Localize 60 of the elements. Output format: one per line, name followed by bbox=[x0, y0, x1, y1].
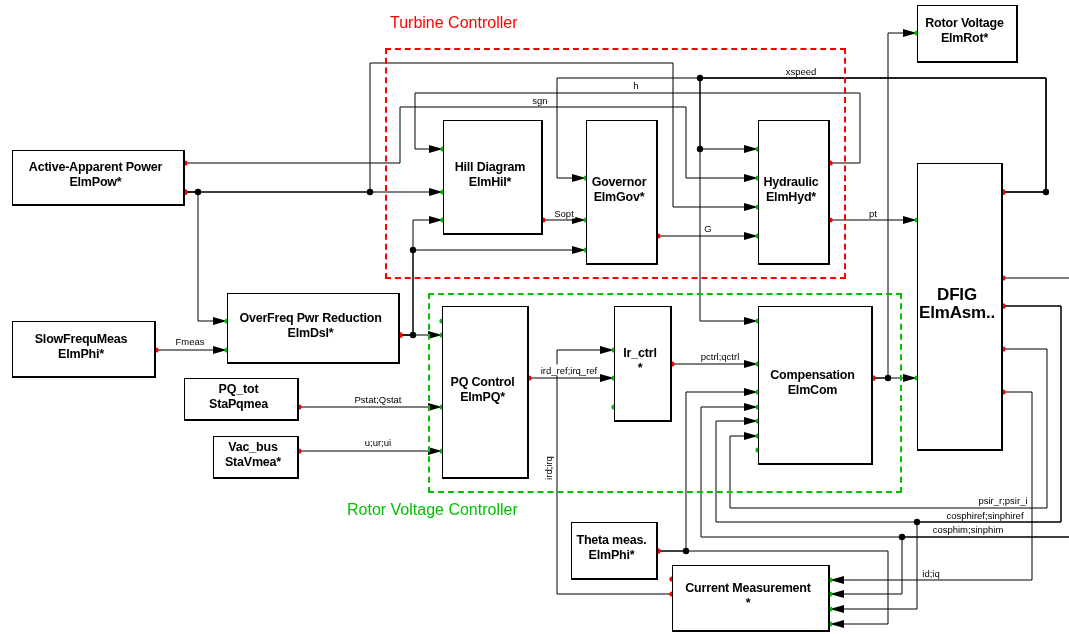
block-class-name: ElmPhi* bbox=[58, 346, 104, 362]
block-title: PQ_tot bbox=[218, 381, 259, 397]
block-class-name: ElmDsl* bbox=[287, 325, 334, 341]
signal-arrow bbox=[729, 348, 1048, 509]
block-box bbox=[12, 150, 185, 206]
block-class-name: ElmPQ* bbox=[460, 389, 505, 405]
block-class-name: ElmPow* bbox=[69, 175, 122, 190]
block-class-name: StaPqmea bbox=[209, 396, 268, 412]
block-class-name: StaVmea* bbox=[224, 454, 282, 470]
block-title: Vac_bus bbox=[228, 439, 278, 455]
block-title: PQ Control bbox=[450, 374, 515, 390]
block-box bbox=[614, 306, 672, 422]
edge-label: id;iq bbox=[921, 567, 941, 579]
edge-label: pctrl;qctrl bbox=[699, 350, 741, 362]
block-title: Hydraulic bbox=[763, 174, 819, 190]
block-title: Ir_ctrl bbox=[623, 346, 657, 361]
block-box bbox=[917, 163, 1003, 451]
block-class-name: ElmPhi* bbox=[588, 548, 635, 563]
signal-arrow bbox=[414, 92, 861, 164]
block-class-name: ElmGov* bbox=[593, 189, 645, 205]
block-class-name: ElmCom bbox=[787, 382, 838, 398]
edge-label: ird;irq bbox=[542, 455, 554, 481]
block-box bbox=[227, 293, 400, 364]
block-box bbox=[758, 306, 873, 465]
block-title: SlowFrequMeas bbox=[34, 331, 128, 347]
block-box bbox=[571, 522, 658, 580]
block-title: Compensation bbox=[770, 367, 855, 383]
block-box bbox=[12, 321, 156, 378]
block-class-name: * bbox=[637, 361, 643, 376]
block-title: Governor bbox=[591, 174, 647, 190]
block-class-name: * bbox=[745, 595, 751, 611]
block-box bbox=[758, 120, 830, 265]
block-box bbox=[586, 120, 658, 265]
block-box bbox=[442, 306, 529, 479]
block-box bbox=[917, 5, 1018, 63]
block-title: Current Measurement bbox=[685, 580, 811, 596]
block-box bbox=[213, 436, 299, 479]
group-heading: Turbine Controller bbox=[390, 14, 518, 32]
block-class-name: ElmHyd* bbox=[766, 189, 816, 205]
block-title: Hill Diagram bbox=[454, 159, 526, 175]
block-title: Theta meas. bbox=[576, 533, 647, 548]
block-title: OverFreq Pwr Reduction bbox=[239, 310, 382, 326]
block-class-name: ElmHil* bbox=[468, 174, 512, 190]
signal-arrow bbox=[699, 77, 1047, 325]
block-box bbox=[672, 565, 830, 632]
block-class-name: ElmRot* bbox=[940, 31, 989, 46]
block-title: Rotor Voltage bbox=[925, 16, 1004, 31]
edge-label: cosphim;sinphim bbox=[931, 523, 1005, 535]
block-box bbox=[184, 378, 299, 421]
edge-label: psir_r;psir_i bbox=[977, 494, 1029, 506]
edge-label: h bbox=[632, 79, 640, 91]
edge-label: cosphiref;sinphiref bbox=[945, 509, 1025, 521]
edge-label: ird_ref;irq_ref bbox=[539, 364, 599, 376]
edge-label: u;ur;ui bbox=[363, 436, 393, 448]
block-title: DFIG bbox=[937, 286, 977, 304]
block-class-name: ElmAsm.. bbox=[919, 304, 995, 322]
block-title: Active-Apparent Power bbox=[28, 160, 163, 175]
edge-label: xspeed bbox=[784, 65, 818, 77]
group-heading: Rotor Voltage Controller bbox=[347, 501, 518, 519]
block-box bbox=[443, 120, 543, 235]
